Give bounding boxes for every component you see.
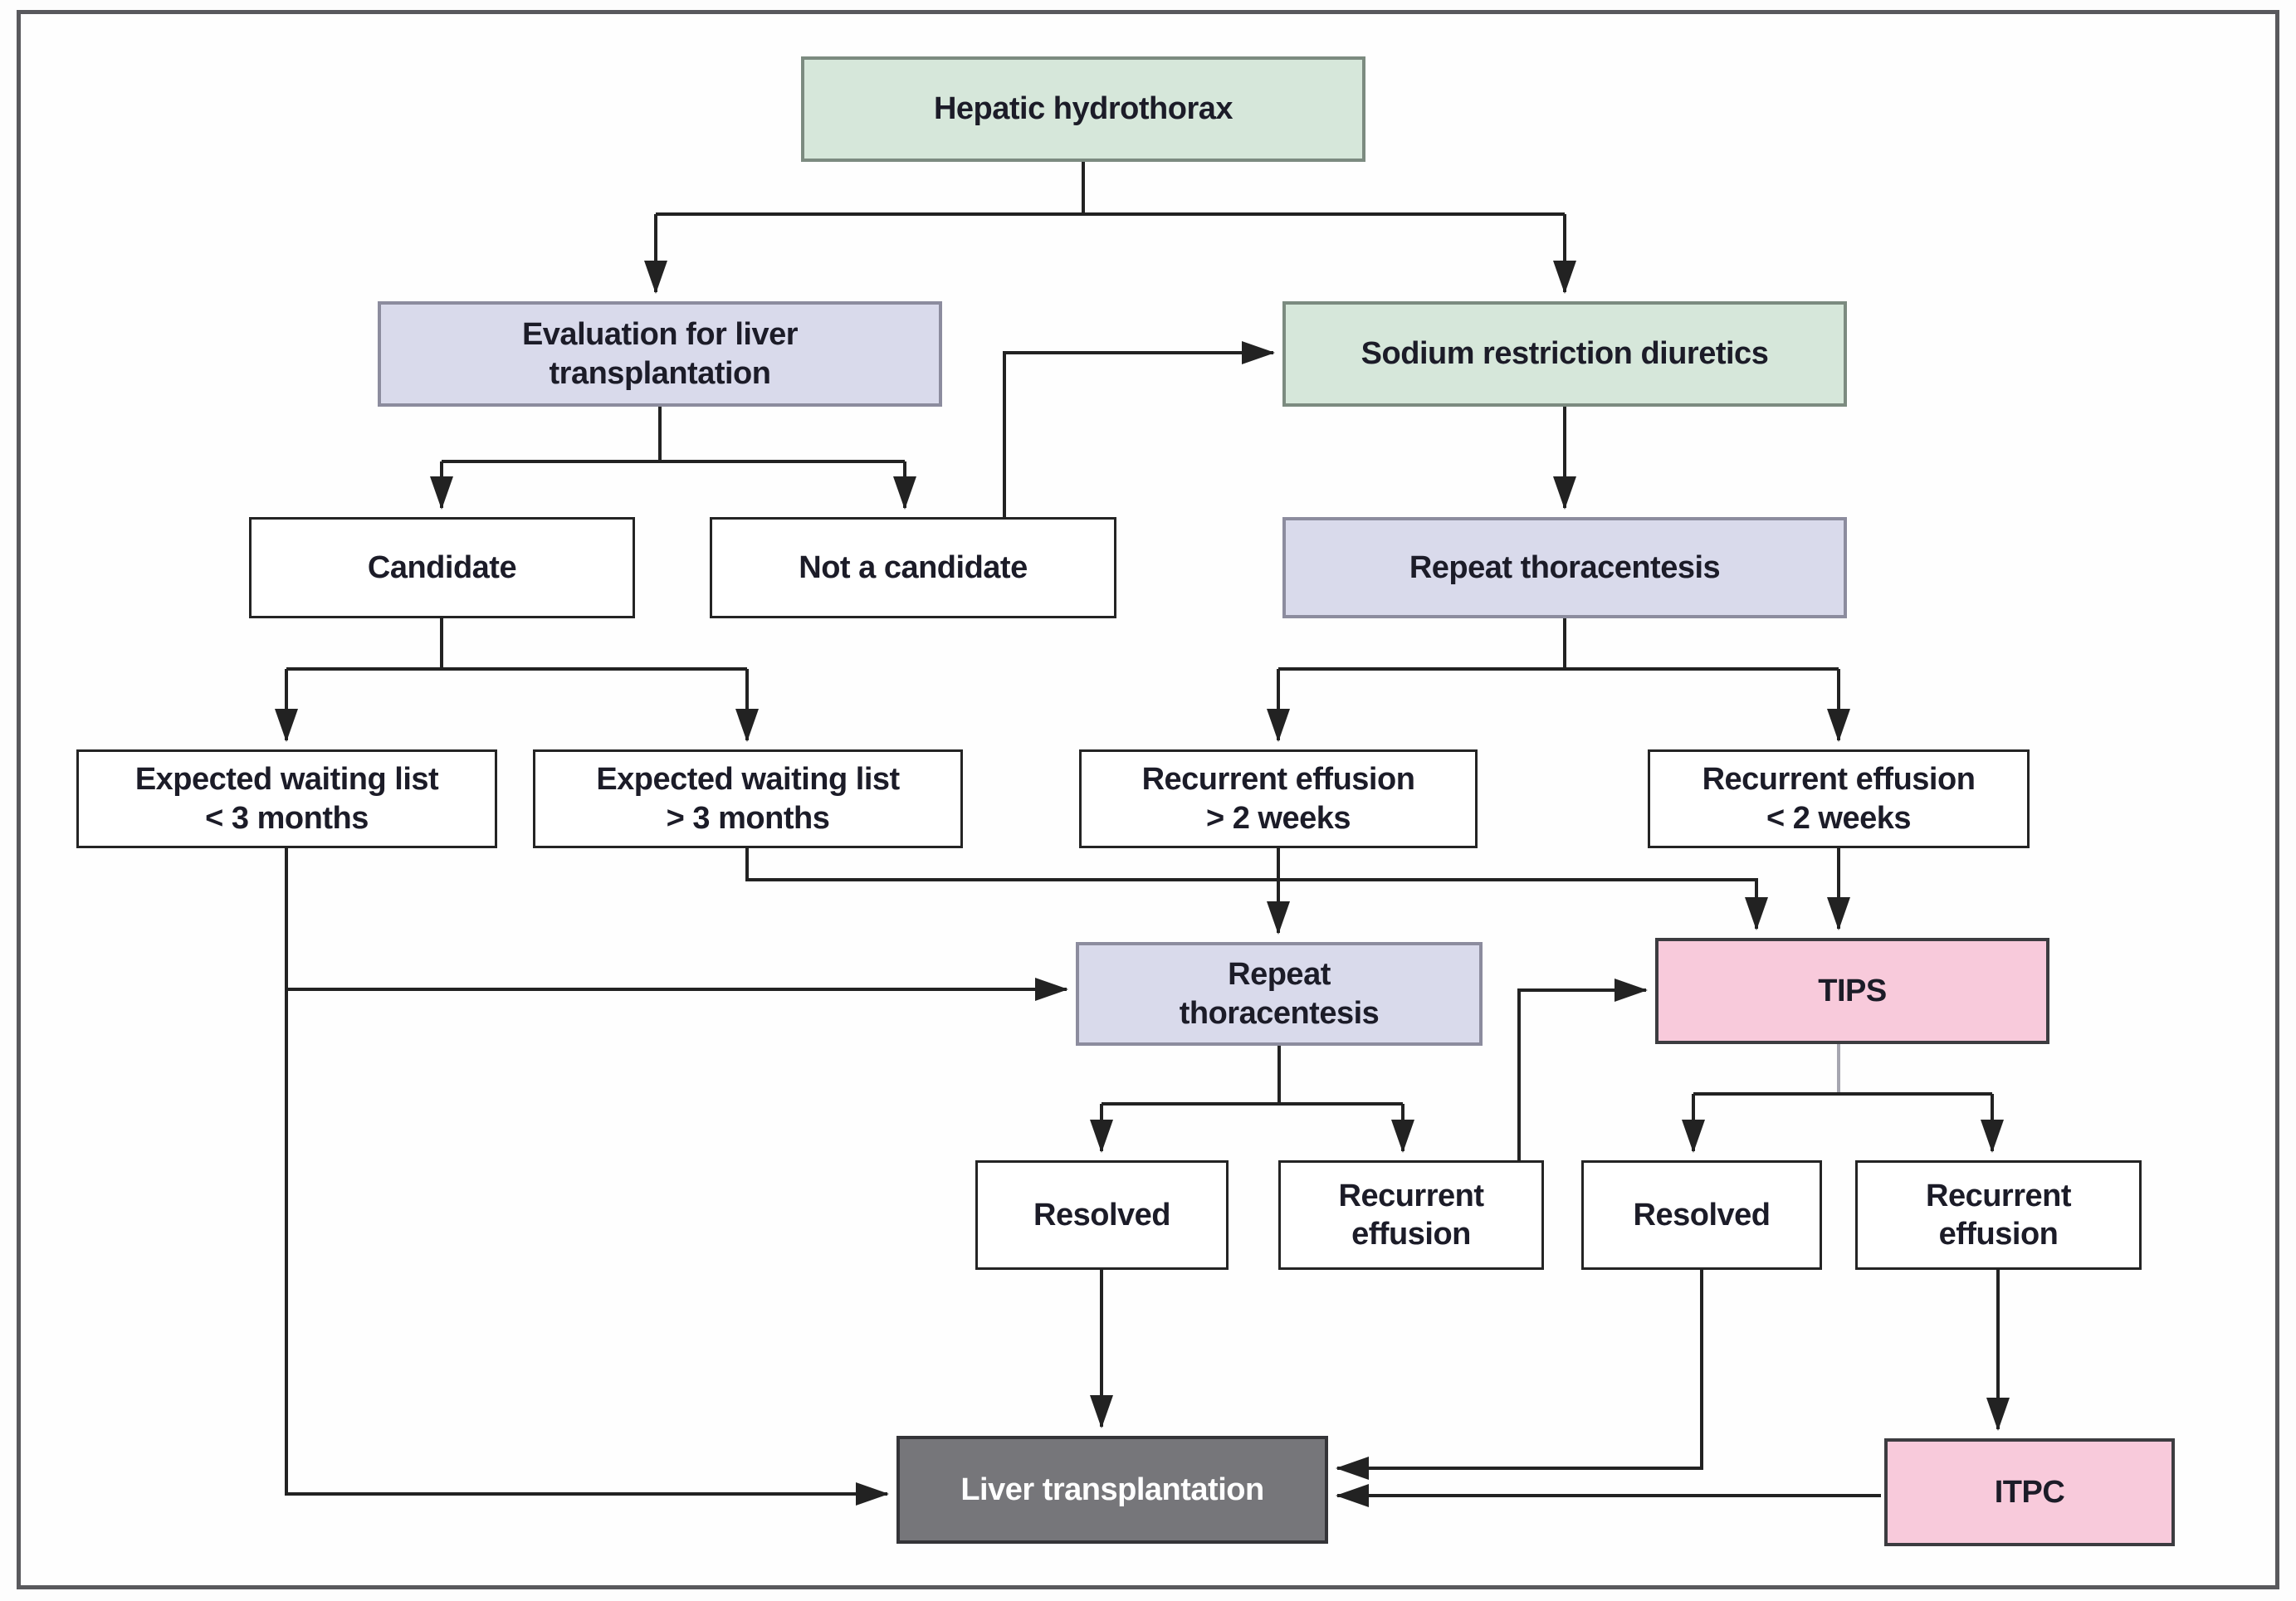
edge-waiting-lt3-to-liver-tx bbox=[285, 848, 889, 1506]
edge-evaluation-split bbox=[442, 407, 905, 463]
node-tips: TIPS bbox=[1655, 938, 2049, 1044]
node-recurrent-effusion-after-tips: Recurrent effusion bbox=[1855, 1160, 2142, 1270]
node-recurrent-effusion-under-2-weeks: Recurrent effusion < 2 weeks bbox=[1648, 749, 2030, 848]
edge-repeat2-split bbox=[1102, 1046, 1403, 1106]
node-waiting-list-under-3-months: Expected waiting list < 3 months bbox=[76, 749, 497, 848]
edge-hepatic-split bbox=[656, 162, 1565, 216]
node-recurrent-effusion-after-thoracentesis: Recurrent effusion bbox=[1278, 1160, 1544, 1270]
edge-recurrent1-to-tips bbox=[1517, 979, 1648, 1160]
node-recurrent-effusion-over-2-weeks: Recurrent effusion > 2 weeks bbox=[1079, 749, 1478, 848]
node-hepatic-hydrothorax: Hepatic hydrothorax bbox=[801, 56, 1365, 162]
node-itpc: ITPC bbox=[1884, 1438, 2175, 1546]
node-candidate: Candidate bbox=[249, 517, 635, 618]
node-liver-transplantation: Liver transplantation bbox=[896, 1436, 1328, 1544]
node-resolved-after-tips: Resolved bbox=[1581, 1160, 1822, 1270]
node-repeat-thoracentesis-2: Repeat thoracentesis bbox=[1076, 942, 1483, 1046]
edge-not-candidate-to-sodium bbox=[1003, 341, 1275, 517]
node-repeat-thoracentesis-1: Repeat thoracentesis bbox=[1282, 517, 1847, 618]
node-waiting-list-over-3-months: Expected waiting list > 3 months bbox=[533, 749, 963, 848]
edge-candidate-split bbox=[286, 618, 747, 671]
edge-resolved2-to-liver-tx bbox=[1336, 1270, 1703, 1480]
node-resolved-after-thoracentesis: Resolved bbox=[975, 1160, 1229, 1270]
node-evaluation-for-liver-transplantation: Evaluation for liver transplantation bbox=[378, 301, 942, 407]
edge-waiting-gt3-to-tips bbox=[745, 848, 1768, 930]
node-not-a-candidate: Not a candidate bbox=[710, 517, 1116, 618]
node-sodium-restriction-diuretics: Sodium restriction diuretics bbox=[1282, 301, 1847, 407]
edge-repeat1-split bbox=[1278, 618, 1839, 671]
